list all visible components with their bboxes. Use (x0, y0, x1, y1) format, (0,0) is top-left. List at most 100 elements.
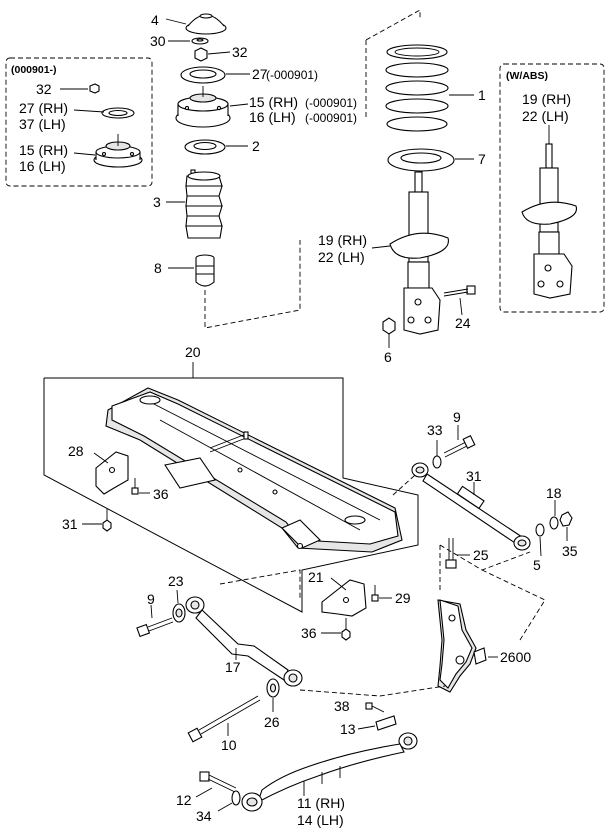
dust-boot-3 (185, 169, 223, 239)
callout-17: 17 (225, 659, 241, 675)
washer-23 (172, 603, 186, 623)
inset-callout-32: 32 (36, 81, 52, 97)
knuckle-2600 (437, 545, 546, 693)
callout-31a: 31 (62, 516, 78, 532)
bolt-24 (443, 285, 476, 297)
dust-cap-4 (185, 13, 227, 35)
callout-36a: 36 (153, 486, 169, 502)
callout-27-note: (-000901) (266, 68, 318, 82)
callout-2600: 2600 (500, 649, 531, 665)
strut-assembly-19 (389, 171, 449, 335)
bolt-31b (341, 618, 351, 641)
bolt-36 (131, 478, 139, 495)
callout-18: 31 (466, 468, 482, 484)
callout-2: 2 (252, 138, 260, 154)
callout-14: 14 (LH) (297, 812, 344, 828)
nut-32 (194, 47, 208, 62)
nut-5 (559, 511, 573, 527)
callout-27: 27 (252, 66, 268, 82)
bolt-10 (187, 695, 261, 743)
callout-16: 16 (LH) (249, 109, 296, 125)
inset-washer-27 (101, 107, 135, 119)
callout-29: 21 (308, 569, 324, 585)
spring-pad-7 (387, 148, 455, 172)
callout-10: 10 (221, 737, 237, 753)
callout-7: 7 (478, 151, 486, 167)
inset-000901-frame (5, 57, 153, 187)
inset-callout-19: 19 (RH) (522, 91, 571, 107)
inset-w-abs-title: (W/ABS) (506, 70, 548, 82)
callout-26: 26 (264, 714, 280, 730)
bracket-13 (375, 715, 397, 731)
callout-15: 15 (RH) (249, 94, 298, 110)
callout-12: 12 (176, 792, 192, 808)
callout-36b: 29 (395, 590, 411, 606)
callout-19: 19 (RH) (318, 232, 367, 248)
callout-1: 1 (478, 87, 486, 103)
crossmember-assembly-20: 20 (43, 344, 419, 613)
trailing-arm-11 (241, 732, 418, 812)
callout-34: 34 (196, 808, 212, 824)
callout-21: 25 (473, 547, 489, 563)
strut-top-stack: 4 30 32 27 (-000901) (150, 12, 357, 329)
callout-5: 35 (562, 543, 578, 559)
inset-w-abs-frame (499, 63, 605, 313)
bolt-31 (102, 509, 112, 532)
callout-33: 33 (427, 422, 443, 438)
washer-27 (180, 66, 226, 84)
callout-11: 11 (RH) (297, 795, 345, 811)
callout-16-note: (-000901) (305, 111, 357, 125)
inset-callout-37: 37 (LH) (19, 116, 66, 132)
bolt-38 (365, 702, 385, 713)
callout-22: 22 (LH) (318, 249, 365, 265)
inset-callout-27: 27 (RH) (19, 100, 68, 116)
washer-25 (535, 523, 545, 537)
callout-25: 5 (533, 557, 541, 573)
washer-34 (231, 790, 241, 806)
bolt-9-upper (443, 435, 476, 458)
callout-23: 23 (168, 573, 184, 589)
callout-28: 28 (68, 443, 84, 459)
lateral-link-18 (392, 462, 531, 571)
callout-30: 30 (150, 33, 166, 49)
strut-mount-15 (175, 86, 231, 128)
bolt-36b (371, 585, 379, 602)
washer-33 (432, 455, 442, 469)
callout-24: 24 (455, 315, 471, 331)
bolt-21 (445, 538, 457, 569)
coil-spring-1 (365, 9, 449, 132)
callout-6: 6 (384, 349, 392, 365)
trailing-link-17 (185, 569, 446, 697)
bump-stopper-8 (195, 254, 215, 287)
callout-4: 4 (151, 12, 159, 28)
inset-callout-15: 15 (RH) (19, 142, 68, 158)
callout-31b: 36 (301, 625, 317, 641)
inset-strut-mount-15 (93, 134, 143, 168)
inset-callout-16: 16 (LH) (19, 158, 66, 174)
callout-3: 3 (153, 194, 161, 210)
spring-seat-2 (184, 139, 226, 155)
inset-000901: (000901-) 32 27 (RH) 37 (LH) 15 (RH) 16 … (5, 57, 153, 187)
callout-20: 20 (185, 344, 201, 360)
washer-26 (266, 678, 280, 698)
callout-38: 38 (334, 698, 350, 714)
bracket-29 (321, 579, 367, 617)
inset-000901-title: (000901-) (11, 64, 57, 76)
washer-30 (191, 37, 209, 45)
callout-32: 32 (232, 44, 248, 60)
inset-strut-abs (521, 143, 578, 299)
bracket-28 (95, 451, 129, 495)
inset-callout-22: 22 (LH) (522, 108, 569, 124)
callout-15-note: (-000901) (305, 96, 357, 110)
bolt-9-lower (136, 617, 174, 638)
washer-35 (549, 516, 559, 530)
nut-6 (382, 317, 396, 335)
callout-9b: 9 (147, 591, 155, 607)
callout-8: 8 (154, 260, 162, 276)
bolt-12 (199, 771, 237, 793)
callout-13: 13 (340, 721, 356, 737)
callout-9a: 9 (453, 409, 461, 425)
callout-35: 18 (546, 485, 562, 501)
inset-nut-32 (89, 83, 100, 94)
